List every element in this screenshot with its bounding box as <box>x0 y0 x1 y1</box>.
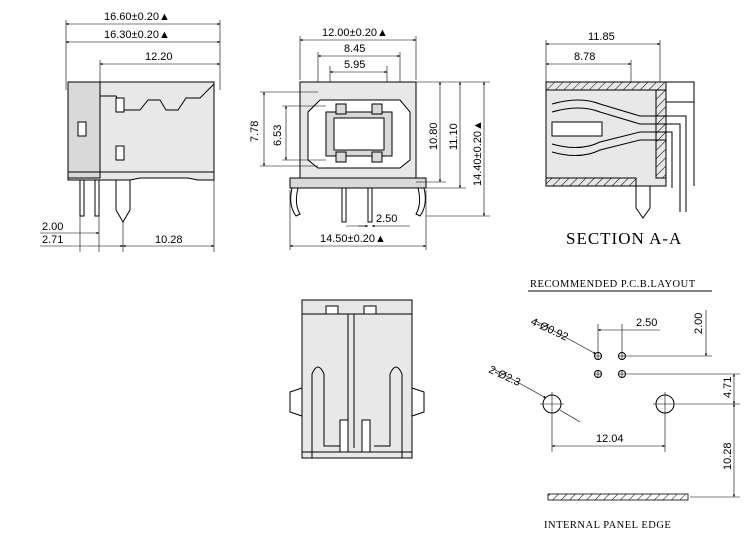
front-dim-595: 5.95 <box>344 59 365 71</box>
side-dim-body: 16.30±0.20▲ <box>104 29 170 41</box>
side-mount-leg <box>115 179 131 223</box>
front-dim-width-top: 12.00±0.20▲ <box>322 27 388 39</box>
pcb-dim-1028: 10.28 <box>722 442 734 470</box>
section-dim-1185: 11.85 <box>588 31 615 43</box>
section-view: 11.85 8.78 SECTION A-A <box>545 31 695 248</box>
front-pin-1 <box>341 187 347 223</box>
pcb-dim-pitch-y: 2.00 <box>693 313 705 334</box>
pcb-hole-large-label: 2-Ø2.3 <box>487 364 523 389</box>
section-dim-878: 8.78 <box>574 51 595 63</box>
bottom-shell <box>301 299 413 459</box>
side-dim-top: 12.20 <box>145 51 173 63</box>
front-dim-width-bottom: 14.50±0.20▲ <box>320 233 386 245</box>
pcb-dim-471: 4.71 <box>722 377 734 398</box>
front-dim-1110: 11.10 <box>448 123 460 150</box>
section-title: SECTION A-A <box>566 229 682 248</box>
front-dim-pitch: 2.50 <box>376 213 397 225</box>
front-dim-1080: 10.80 <box>428 122 440 150</box>
pcb-hole-small-label: 4-Ø0.92 <box>529 316 570 344</box>
side-view: 16.60±0.20▲ 16.30±0.20▲ 12.20 2.00 2.71 <box>40 11 221 252</box>
front-dim-height: 14.40±0.20▲ <box>472 120 484 186</box>
side-pin-1 <box>79 179 85 217</box>
front-view: 12.00±0.20▲ 8.45 5.95 7.78 6.53 <box>249 27 490 250</box>
side-body <box>67 81 215 181</box>
side-dim-pin-c: 10.28 <box>155 234 183 246</box>
pcb-title: RECOMMENDED P.C.B.LAYOUT <box>530 279 696 290</box>
side-dim-pin-a: 2.00 <box>42 221 63 233</box>
side-pin-2 <box>94 179 100 217</box>
panel-edge-hatch <box>547 493 689 501</box>
front-dim-778: 7.78 <box>249 121 261 142</box>
pcb-dim-pitch-x: 2.50 <box>636 317 657 329</box>
side-dim-pin-b: 2.71 <box>42 234 63 246</box>
front-pin-2 <box>367 187 373 223</box>
front-dim-845: 8.45 <box>344 43 365 55</box>
pcb-layout: RECOMMENDED P.C.B.LAYOUT 4-Ø0.92 2-Ø2.3 … <box>487 279 740 531</box>
side-dim-total: 16.60±0.20▲ <box>104 11 170 23</box>
bottom-view <box>289 299 425 459</box>
front-dim-653: 6.53 <box>272 125 284 146</box>
panel-edge-label: INTERNAL PANEL EDGE <box>544 520 671 531</box>
pcb-dim-1204: 12.04 <box>596 433 624 445</box>
